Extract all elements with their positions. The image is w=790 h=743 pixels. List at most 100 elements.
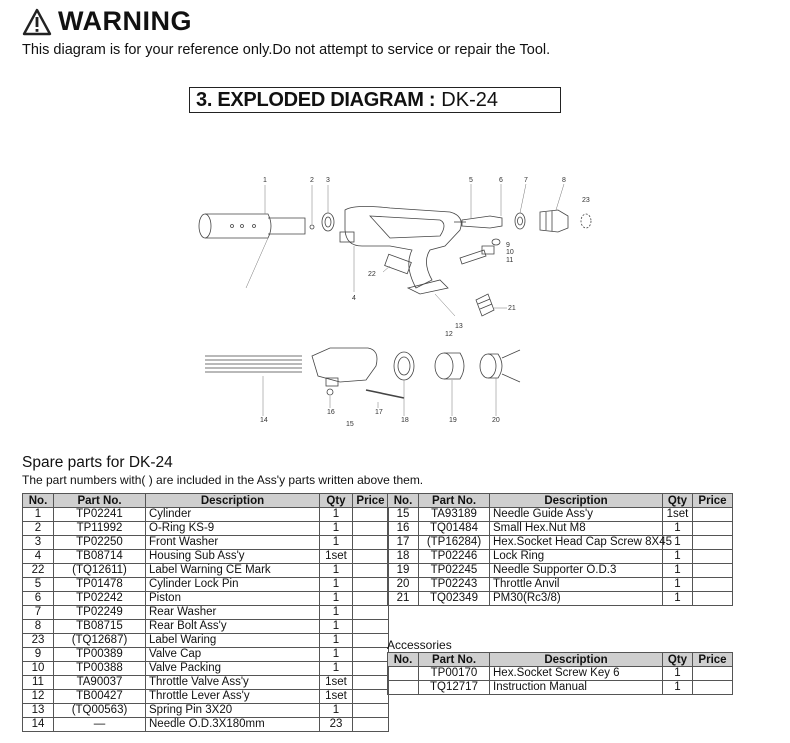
cell-no: 10 <box>22 661 54 676</box>
spare-title-model: DK-24 <box>128 454 173 471</box>
cell-part-no: — <box>53 717 146 732</box>
col-price-header: Price <box>692 652 733 667</box>
col-price-header: Price <box>692 493 733 508</box>
cell-qty: 23 <box>319 717 353 732</box>
callout-label: 12 <box>445 331 453 338</box>
lock-ring-part <box>393 351 415 381</box>
cell-price <box>692 591 733 606</box>
warning-header: WARNING <box>22 6 192 37</box>
cell-price <box>692 507 733 522</box>
cell-description: Hex.Socket Head Cap Screw 8X45 <box>489 535 672 550</box>
cell-price <box>692 577 733 592</box>
cap-screw-part <box>365 389 405 399</box>
cell-price <box>352 717 389 732</box>
col-qty-header: Qty <box>662 652 693 667</box>
cell-no: 14 <box>22 717 54 732</box>
cell-description: Rear Washer <box>145 605 320 620</box>
callout-label: 6 <box>499 177 503 184</box>
cell-description: Lock Ring <box>489 549 663 564</box>
cell-no: 8 <box>22 619 54 634</box>
cell-price <box>352 703 389 718</box>
cell-part-no: TB08715 <box>53 619 146 634</box>
cell-part-no: (TQ12687) <box>53 633 146 648</box>
cell-no <box>387 666 419 681</box>
cell-price <box>352 535 389 550</box>
cell-no: 6 <box>22 591 54 606</box>
throttle-lever-part <box>406 279 449 295</box>
cell-part-no: TA90037 <box>53 675 146 690</box>
col-no-header: No. <box>22 493 54 508</box>
cell-price <box>352 661 389 676</box>
cell-description: Housing Sub Ass'y <box>145 549 320 564</box>
cell-qty: 1 <box>662 563 693 578</box>
section-heading-box: 3. EXPLODED DIAGRAM : DK-24 <box>189 87 561 113</box>
cell-part-no: TP02242 <box>53 591 146 606</box>
callout-label: 16 <box>327 409 335 416</box>
col-desc-header: Description <box>489 652 663 667</box>
cell-qty: 1 <box>662 680 693 695</box>
col-part-header: Part No. <box>418 493 490 508</box>
callout-label: 21 <box>508 305 516 312</box>
cell-qty: 1 <box>319 521 353 536</box>
callout-numbers: 1 2 3 5 6 7 8 23 22 4 9 10 11 21 13 12 1… <box>260 177 590 428</box>
cell-qty: 1 <box>319 535 353 550</box>
cell-price <box>352 633 389 648</box>
warning-note: This diagram is for your reference only.… <box>22 42 551 58</box>
cell-qty: 1 <box>662 591 693 606</box>
cell-price <box>352 549 389 564</box>
cell-description: Front Washer <box>145 535 320 550</box>
callout-label: 2 <box>310 177 314 184</box>
cell-part-no: (TQ12611) <box>53 563 146 578</box>
cell-no: 22 <box>22 563 54 578</box>
col-part-header: Part No. <box>53 493 146 508</box>
cell-part-no: TP02245 <box>418 563 490 578</box>
cell-no <box>387 680 419 695</box>
cell-description: Needle Guide Ass'y <box>489 507 663 522</box>
exploded-diagram: 1 2 3 5 6 7 8 23 22 4 9 10 11 21 13 12 1… <box>198 177 592 428</box>
callout-label: 23 <box>582 197 590 204</box>
callout-label: 8 <box>562 177 566 184</box>
cell-no: 1 <box>22 507 54 522</box>
col-qty-header: Qty <box>662 493 693 508</box>
table-header-row: No. Part No. Description Qty Price <box>22 493 389 508</box>
cell-part-no: TP00170 <box>418 666 490 681</box>
callout-label: 3 <box>326 177 330 184</box>
cell-qty: 1 <box>662 549 693 564</box>
cell-no: 4 <box>22 549 54 564</box>
cell-price <box>352 591 389 606</box>
cell-qty: 1 <box>319 647 353 662</box>
cell-no: 15 <box>387 507 419 522</box>
cell-qty: 1 <box>319 605 353 620</box>
cell-qty: 1set <box>319 689 353 704</box>
callout-label: 22 <box>368 271 376 278</box>
cell-qty: 1 <box>319 633 353 648</box>
cell-description: Spring Pin 3X20 <box>145 703 320 718</box>
table-header-row: No. Part No. Description Qty Price <box>387 493 733 508</box>
cell-qty: 1 <box>319 661 353 676</box>
front-washer-part <box>321 212 335 232</box>
cell-no: 23 <box>22 633 54 648</box>
section-heading: 3. EXPLODED DIAGRAM : <box>196 88 436 111</box>
cell-qty: 1set <box>662 507 693 522</box>
cell-no: 20 <box>387 577 419 592</box>
cell-qty: 1 <box>319 577 353 592</box>
cell-price <box>352 577 389 592</box>
cell-no: 13 <box>22 703 54 718</box>
callout-label: 14 <box>260 417 268 424</box>
cell-description: Cylinder <box>145 507 320 522</box>
cell-description: Label Waring <box>145 633 320 648</box>
cell-qty: 1 <box>319 563 353 578</box>
col-no-header: No. <box>387 493 419 508</box>
